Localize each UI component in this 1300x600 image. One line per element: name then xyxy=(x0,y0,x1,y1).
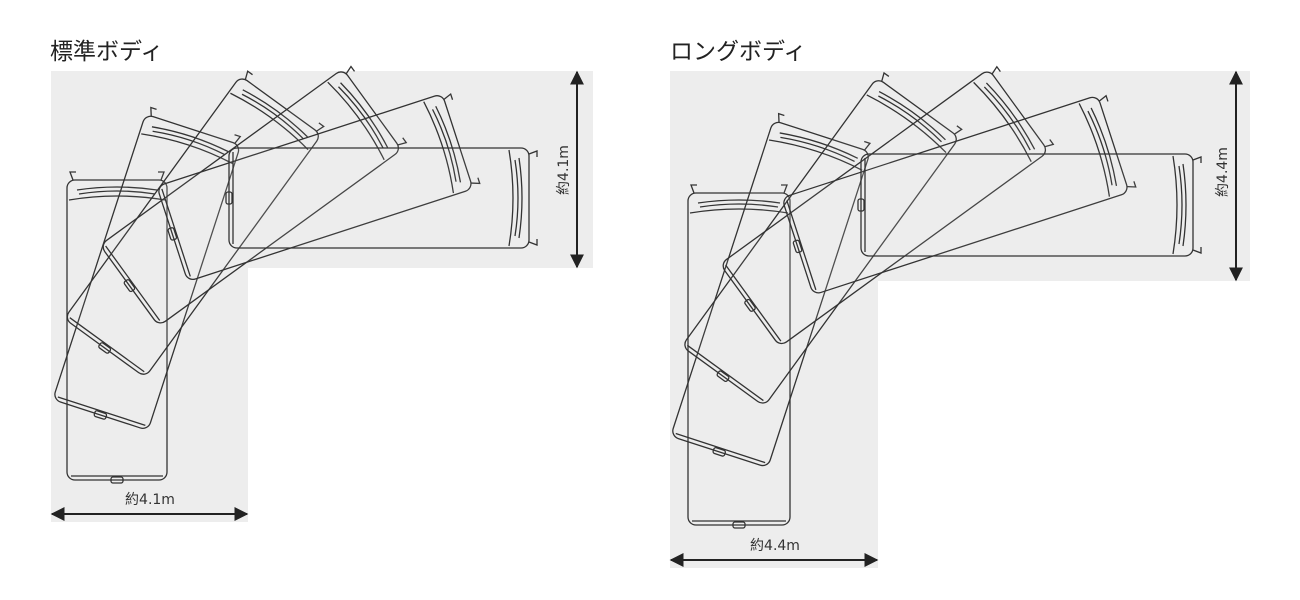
depth-label: 約4.4m xyxy=(1215,147,1231,197)
width-label: 約4.4m xyxy=(750,538,800,554)
van-outline xyxy=(54,106,242,429)
van-outline xyxy=(66,70,325,375)
standard-body-diagram: 約4.1m 約4.1m xyxy=(50,65,593,522)
van-outline xyxy=(102,65,408,324)
van-outline xyxy=(684,71,963,404)
van-outline xyxy=(722,65,1055,345)
van-outline xyxy=(857,153,1202,257)
van-outline xyxy=(225,147,538,249)
turning-area xyxy=(51,71,593,522)
van-outline xyxy=(687,184,791,529)
width-label: 約4.1m xyxy=(125,492,175,508)
van-outline xyxy=(66,171,168,484)
standard-body-title: 標準ボディ xyxy=(50,39,164,65)
long-body-diagram: 約4.4m 約4.4m xyxy=(669,65,1250,568)
depth-label: 約4.1m xyxy=(556,145,572,195)
long-body-title: ロングボディ xyxy=(670,39,807,65)
van-outline xyxy=(158,92,481,281)
van-outline xyxy=(783,94,1137,294)
van-outline xyxy=(672,112,872,467)
